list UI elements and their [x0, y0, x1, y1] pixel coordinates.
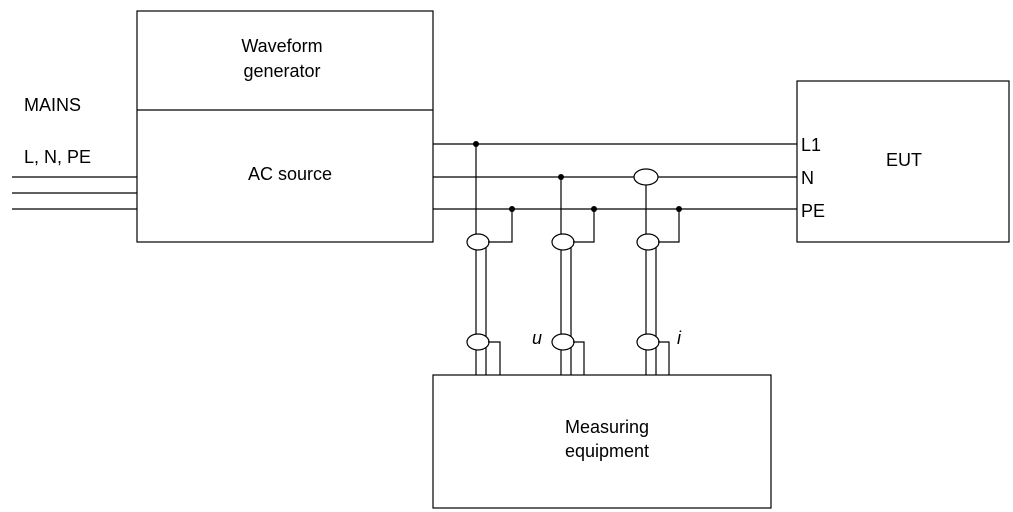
terminal-l1-label: L1	[801, 135, 821, 155]
measurement-channel-l1	[466, 144, 513, 375]
mains-label: MAINS	[24, 95, 81, 115]
eut-block	[796, 80, 1010, 243]
voltage-signal-label: u	[532, 328, 542, 348]
measuring-equipment-label-line2: equipment	[565, 441, 649, 461]
waveform-generator-label-line2: generator	[243, 61, 320, 81]
ac-source-label: AC source	[248, 164, 332, 184]
waveform-generator-label-line1: Waveform	[241, 36, 322, 56]
measurement-channel-n	[551, 177, 595, 375]
eut-label: EUT	[886, 150, 922, 170]
current-sensor-n	[633, 168, 659, 186]
mains-input-wires	[12, 176, 137, 210]
measuring-equipment-label-line1: Measuring	[565, 417, 649, 437]
source-block	[136, 10, 434, 243]
current-signal-label: i	[677, 328, 682, 348]
measuring-equipment-block	[432, 374, 772, 509]
terminal-n-label: N	[801, 168, 814, 188]
measurement-channel-current	[636, 185, 680, 375]
mains-conductors-label: L, N, PE	[24, 147, 91, 167]
terminal-pe-label: PE	[801, 201, 825, 221]
